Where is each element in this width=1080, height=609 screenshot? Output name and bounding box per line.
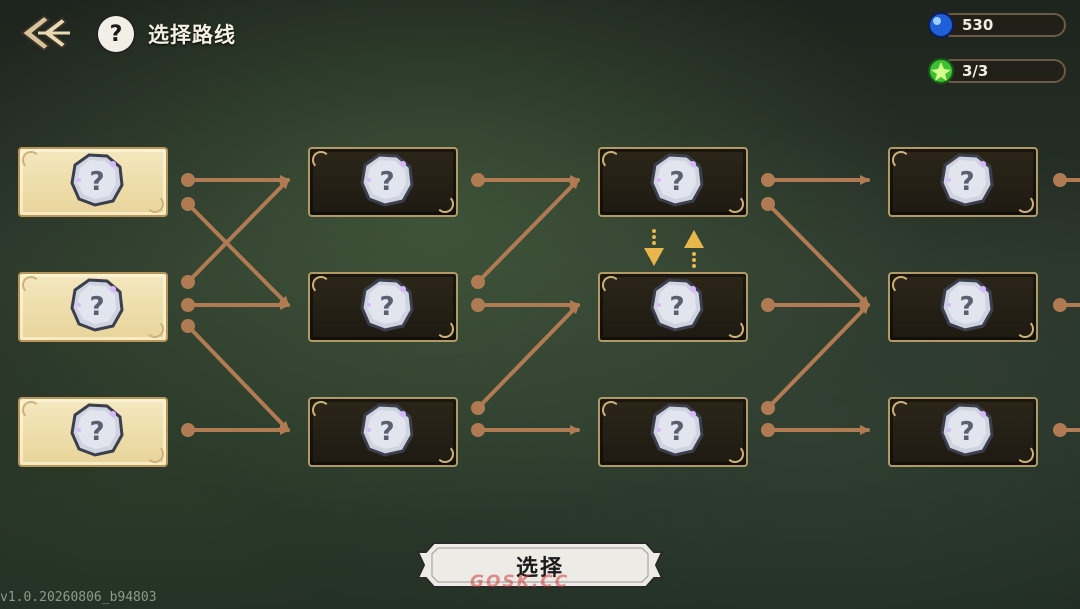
corner-ornament [1016,320,1034,338]
route-links [181,173,1080,437]
select-button-label: 选择 [515,556,564,581]
corner-ornament [726,320,744,338]
back-button[interactable] [16,12,72,54]
node-col-0-row-1[interactable]: ? [18,272,168,342]
route-link [186,202,290,307]
corner-ornament [146,445,164,463]
corner-ornament [436,195,454,213]
mystery-stone-icon: ? [360,278,414,332]
currency-blue-orb: 530 [926,12,1066,38]
mystery-stone-icon: ? [70,278,124,332]
corner-ornament [22,276,40,294]
corner-ornament [892,401,910,419]
node-col-0-row-0[interactable]: ? [18,147,168,217]
node-col-1-row-0[interactable]: ? [308,147,458,217]
question-mark-icon: ? [109,21,123,47]
route-link [186,324,290,432]
currency-green-gem: 3/3 [926,58,1066,84]
question-mark-glyph: ? [379,167,394,197]
corner-ornament [436,445,454,463]
node-col-2-row-1[interactable]: ? [598,272,748,342]
question-mark-glyph: ? [959,417,974,447]
node-col-1-row-1[interactable]: ? [308,272,458,342]
question-mark-glyph: ? [669,167,684,197]
currency-pill [940,13,1066,37]
route-link [186,178,290,284]
swap-arrows [640,228,710,270]
route-link [766,303,870,410]
help-button[interactable]: ? [98,16,134,52]
select-button-frame [416,542,664,588]
corner-ornament [146,195,164,213]
corner-ornament [436,320,454,338]
node-col-3-row-2[interactable]: ? [888,397,1038,467]
question-mark-glyph: ? [379,417,394,447]
select-button[interactable]: 选择 [416,540,664,590]
blue-orb-icon [928,12,954,38]
corner-ornament [602,276,620,294]
mystery-stone-icon: ? [940,278,994,332]
green-gem-icon [928,58,954,84]
node-col-2-row-2[interactable]: ? [598,397,748,467]
version-label: v1.0.20260806_b94803 [0,590,157,605]
node-col-2-row-0[interactable]: ? [598,147,748,217]
question-mark-glyph: ? [89,167,104,197]
watermark: GOSK.CC [470,572,570,592]
route-link [766,202,870,307]
mystery-stone-icon: ? [360,403,414,457]
question-mark-glyph: ? [959,292,974,322]
swap-arrows-icon [644,229,704,268]
corner-ornament [1016,445,1034,463]
corner-ornament [892,151,910,169]
corner-ornament [892,276,910,294]
question-mark-glyph: ? [669,417,684,447]
corner-ornament [22,401,40,419]
corner-ornament [312,276,330,294]
corner-ornament [602,151,620,169]
currency-value: 530 [962,16,994,34]
mystery-stone-icon: ? [940,153,994,207]
header: ? 选择路线 530 3/3 [0,0,1080,84]
corner-ornament [726,445,744,463]
question-mark-glyph: ? [89,292,104,322]
corner-ornament [22,151,40,169]
mystery-stone-icon: ? [940,403,994,457]
question-mark-glyph: ? [959,167,974,197]
question-mark-glyph: ? [379,292,394,322]
route-link [476,178,580,284]
mystery-stone-icon: ? [70,403,124,457]
mystery-stone-icon: ? [360,153,414,207]
node-col-3-row-1[interactable]: ? [888,272,1038,342]
mystery-stone-icon: ? [70,153,124,207]
mystery-stone-icon: ? [650,278,704,332]
route-link [476,303,580,410]
corner-ornament [312,151,330,169]
corner-ornament [146,320,164,338]
mystery-stone-icon: ? [650,153,704,207]
node-col-0-row-2[interactable]: ? [18,397,168,467]
question-mark-glyph: ? [669,292,684,322]
node-col-1-row-2[interactable]: ? [308,397,458,467]
node-col-3-row-0[interactable]: ? [888,147,1038,217]
page-title: 选择路线 [148,23,236,47]
corner-ornament [726,195,744,213]
double-chevron-left-icon [20,14,70,52]
corner-ornament [312,401,330,419]
mystery-stone-icon: ? [650,403,704,457]
currency-value: 3/3 [962,62,989,80]
question-mark-glyph: ? [89,417,104,447]
corner-ornament [602,401,620,419]
currency-pill [940,59,1066,83]
route-map: ? ? ? ? ? ? ? ? ? ? ? ? [0,120,1080,480]
corner-ornament [1016,195,1034,213]
